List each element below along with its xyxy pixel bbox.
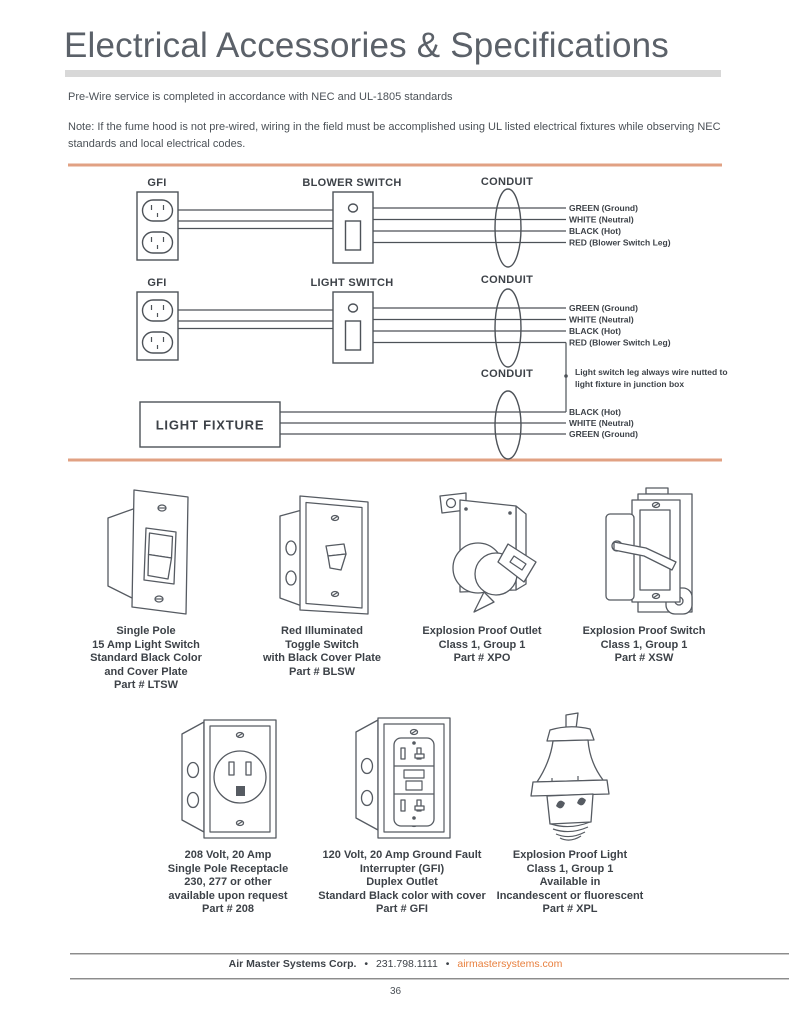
conduit-icon xyxy=(494,390,522,460)
caption-line: Class 1, Group 1 xyxy=(600,638,688,651)
light-fixture-circuit: CONDUIT LIGHT FIXTURE BLACK (Hot) WHITE … xyxy=(139,368,638,460)
caption-line: 120 Volt, 20 Amp Ground Fault xyxy=(322,849,482,861)
blower-switch-icon xyxy=(332,191,374,264)
caption-line: 208 Volt, 20 Amp xyxy=(184,849,272,861)
caption-line: Incandescent or fluorescent xyxy=(496,889,644,902)
caption-line: Class 1, Group 1 xyxy=(526,862,614,875)
caption-line: Standard Black color with cover xyxy=(318,889,486,902)
page-title: Electrical Accessories & Specifications xyxy=(64,26,669,65)
conduit-label: CONDUIT xyxy=(481,368,533,380)
intro-text: Pre-Wire service is completed in accorda… xyxy=(68,91,453,103)
wire-label-green: GREEN (Ground) xyxy=(569,303,638,313)
caption-line: Toggle Switch xyxy=(285,638,359,651)
wire-label-green: GREEN (Ground) xyxy=(569,429,638,439)
wire-label-black: BLACK (Hot) xyxy=(569,407,621,417)
footer-bullet: • xyxy=(445,958,450,970)
caption-line: Part # XSW xyxy=(614,652,674,664)
gfi-label: GFI xyxy=(147,277,166,289)
wire-label-white: WHITE (Neutral) xyxy=(569,418,634,428)
caption-line: Available in xyxy=(539,876,601,888)
gfi-duplex-outlet-illustration xyxy=(355,717,451,839)
caption-line: with Black Cover Plate xyxy=(263,652,381,664)
caption-line: 230, 277 or other xyxy=(184,876,272,888)
caption-line: Part # GFI xyxy=(376,903,428,915)
wire-label-black: BLACK (Hot) xyxy=(569,226,621,236)
wiring-diagram: GFI BLOWER SWITCH CONDUIT xyxy=(68,163,728,462)
caption-line: Explosion Proof Switch xyxy=(582,625,706,637)
footer-company: Air Master Systems Corp. xyxy=(228,958,357,970)
conduit-icon xyxy=(494,288,522,368)
caption-line: and Cover Plate xyxy=(104,665,188,678)
footer-rule-bottom xyxy=(70,978,789,980)
explosion-proof-switch-illustration xyxy=(605,487,693,615)
wire-label-white: WHITE (Neutral) xyxy=(569,215,634,225)
light-fixture-icon: LIGHT FIXTURE xyxy=(139,401,281,448)
gfi-outlet-icon xyxy=(136,291,179,361)
footer-rule-top xyxy=(70,953,789,955)
explosion-proof-light-illustration xyxy=(530,712,610,841)
caption-line: Explosion Proof Outlet xyxy=(422,625,542,637)
caption-line: Duplex Outlet xyxy=(366,876,438,888)
toggle-switch-illustration xyxy=(279,495,369,615)
wire-label-black: BLACK (Hot) xyxy=(569,326,621,336)
caption-line: Class 1, Group 1 xyxy=(438,638,526,651)
gfi-label: GFI xyxy=(147,177,166,189)
wire-label-red: RED (Blower Switch Leg) xyxy=(569,338,671,348)
conduit-label: CONDUIT xyxy=(481,176,533,188)
title-underline-rule xyxy=(65,70,721,77)
caption-line: 15 Amp Light Switch xyxy=(92,638,200,651)
footer-website-link[interactable]: airmastersystems.com xyxy=(457,958,563,970)
footer-phone: 231.798.1111 xyxy=(375,958,438,970)
light-switch-label: LIGHT SWITCH xyxy=(310,277,393,289)
conduit-label: CONDUIT xyxy=(481,274,533,286)
wire-nut-dot xyxy=(564,374,568,378)
caption-line: Part # BLSW xyxy=(288,665,355,678)
junction-note-line2: light fixture in junction box xyxy=(575,379,684,389)
explosion-proof-outlet-illustration xyxy=(439,492,537,613)
blower-switch-circuit: GFI BLOWER SWITCH CONDUIT xyxy=(136,176,671,268)
caption-line: Part # 208 xyxy=(202,903,254,915)
conduit-icon xyxy=(494,188,522,268)
blower-switch-label: BLOWER SWITCH xyxy=(302,177,401,189)
single-pole-light-switch-illustration xyxy=(107,489,189,615)
wire-label-white: WHITE (Neutral) xyxy=(569,315,634,325)
caption-line: Part # LTSW xyxy=(114,679,178,691)
light-switch-icon xyxy=(332,291,374,364)
caption-line: Explosion Proof Light xyxy=(512,849,628,861)
caption-line: Standard Black Color xyxy=(90,652,202,664)
caption-line: Red Illuminated xyxy=(281,625,363,637)
light-fixture-label: LIGHT FIXTURE xyxy=(156,418,265,433)
footer-bullet: • xyxy=(364,958,369,970)
caption-line: Part # XPL xyxy=(542,903,598,915)
wire-label-red: RED (Blower Switch Leg) xyxy=(569,238,671,248)
caption-line: Single Pole Receptacle xyxy=(167,862,289,875)
wire-label-green: GREEN (Ground) xyxy=(569,203,638,213)
footer: Air Master Systems Corp. • 231.798.1111 … xyxy=(0,958,791,970)
single-pole-receptacle-illustration xyxy=(181,719,277,839)
caption-line: Single Pole xyxy=(116,625,176,637)
gfi-outlet-icon xyxy=(136,191,179,261)
caption-line: Interrupter (GFI) xyxy=(359,862,445,875)
page-number: 36 xyxy=(389,986,402,997)
caption-line: Part # XPO xyxy=(453,652,511,664)
junction-note-line1: Light switch leg always wire nutted to xyxy=(575,367,728,377)
switch-leg-connection: Light switch leg always wire nutted to l… xyxy=(564,342,728,412)
light-switch-circuit: GFI LIGHT SWITCH CONDUIT xyxy=(136,274,671,368)
caption-line: available upon request xyxy=(168,889,288,902)
note-text: Note: If the fume hood is not pre-wired,… xyxy=(68,121,721,151)
